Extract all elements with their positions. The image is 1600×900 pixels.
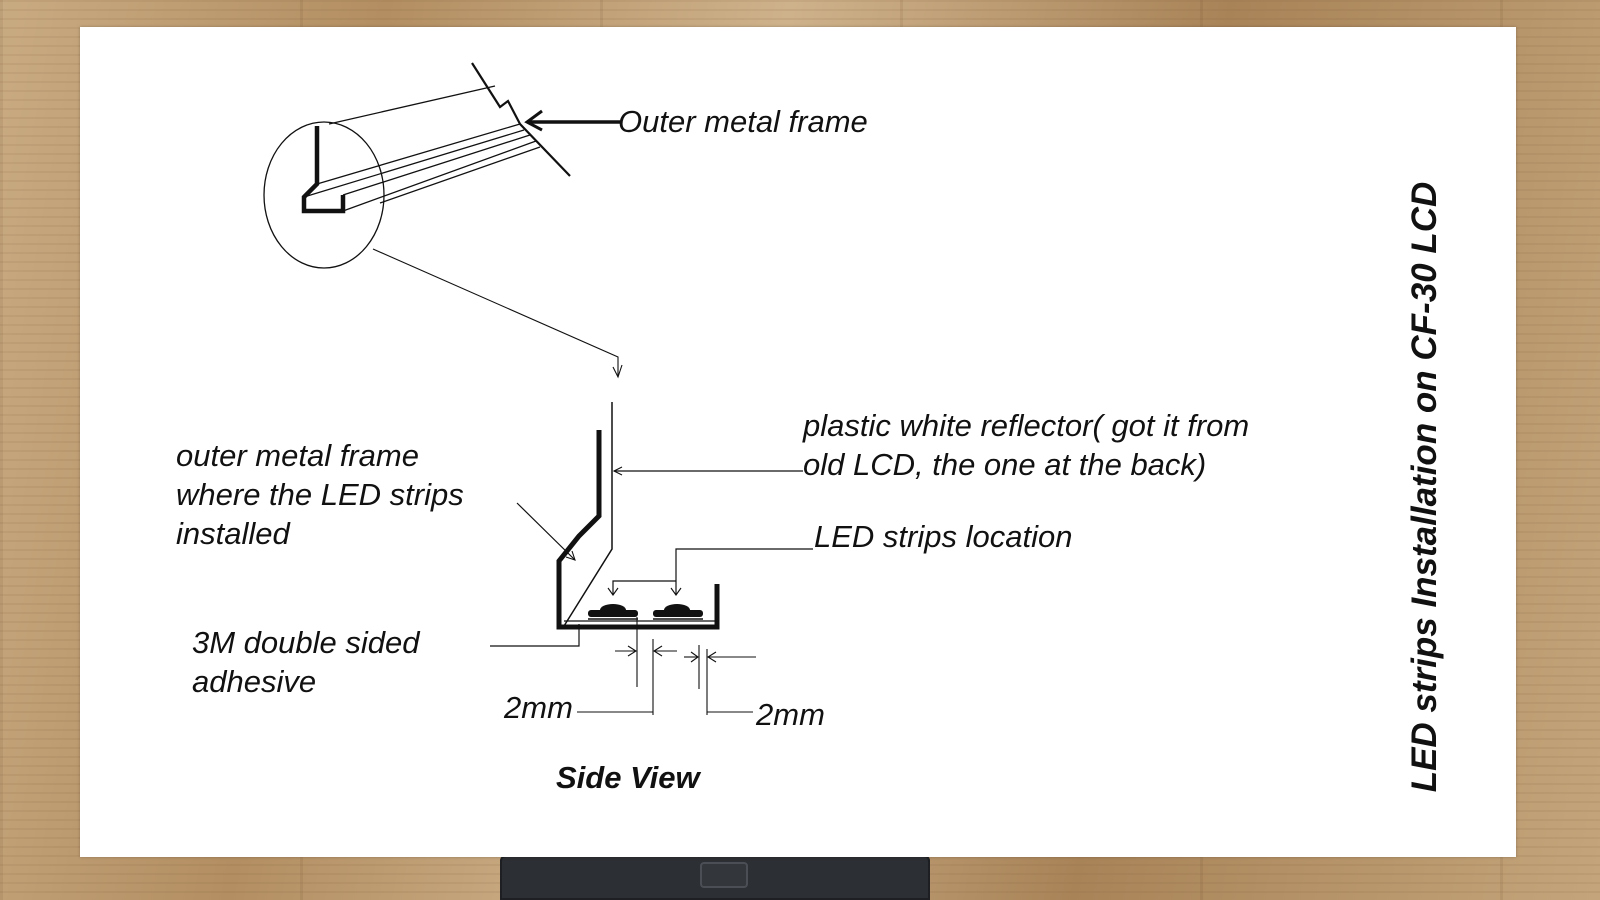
label-reflector-line1: plastic white reflector( got it from [803, 408, 1250, 443]
diagram-sheet: Outer metal frame plastic white reflecto… [80, 27, 1516, 857]
label-adhesive-line1: 3M double sided [192, 625, 420, 660]
label-reflector-line2: old LCD, the one at the back) [803, 447, 1207, 482]
diagram-drawing [263, 62, 813, 715]
frame-edge-3 [342, 134, 531, 196]
side-view-caption: Side View [556, 760, 700, 795]
diagram-title: LED strips Installation on CF-30 LCD [1405, 181, 1444, 793]
label-outer-metal-frame-top: Outer metal frame [618, 104, 868, 139]
dimension-label-left: 2mm [504, 690, 573, 725]
outer-frame-leader [516, 502, 576, 561]
reflector-section [563, 402, 613, 627]
frame-profile [301, 126, 346, 214]
outer-frame-arrowhead [524, 109, 543, 132]
device-button [700, 862, 748, 888]
side-view-section [490, 402, 813, 715]
label-outer-frame-side-line3: installed [176, 516, 290, 551]
frame-broken-end [471, 62, 571, 177]
frame-edge-2 [303, 129, 525, 198]
frame-edge-4 [342, 140, 537, 212]
frame-perspective-sketch [263, 62, 623, 379]
adhesive-leader [490, 624, 580, 647]
led-strip-left [588, 604, 638, 620]
led-location-bracket [612, 580, 676, 595]
dimension-label-right: 2mm [756, 697, 825, 732]
outer-frame-section [556, 430, 720, 630]
label-led-strips-location: LED strips location [814, 519, 1073, 554]
frame-edge-1 [316, 123, 521, 185]
frame-edge-top [328, 85, 496, 125]
led-strip-right [653, 604, 703, 620]
label-adhesive-line2: adhesive [192, 664, 317, 699]
dimension-marks [577, 617, 756, 715]
zoom-leader [372, 248, 619, 377]
led-location-leader [675, 548, 813, 595]
zoom-arrowhead [612, 364, 623, 379]
frame-edge-5 [379, 146, 541, 204]
label-outer-frame-side-line1: outer metal frame [176, 438, 419, 473]
label-outer-frame-side-line2: where the LED strips [176, 477, 464, 512]
detail-circle [263, 121, 385, 269]
